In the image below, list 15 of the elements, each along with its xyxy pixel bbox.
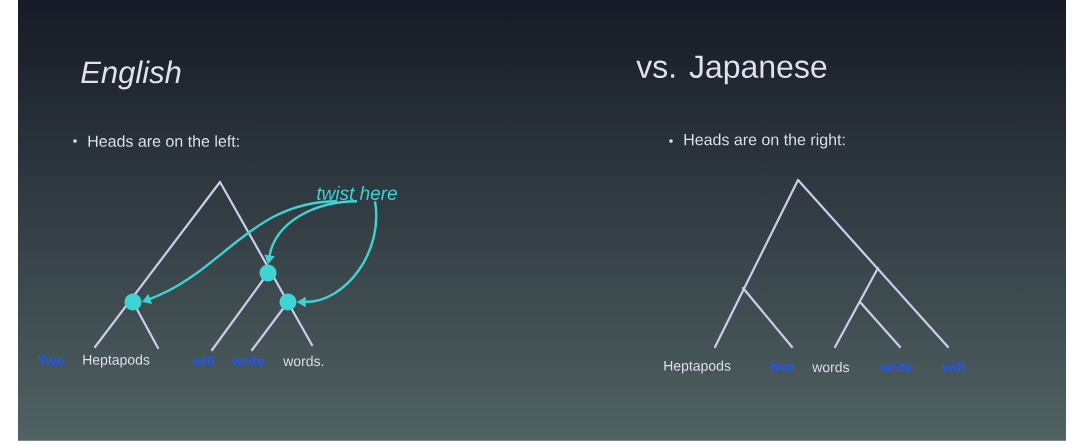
heading: vs. Japanese [636,55,827,85]
word: words. [283,355,324,367]
word: will [942,361,964,373]
word: will [192,355,214,367]
word: write [880,361,913,373]
bullet-text: Heads are on the right: [684,133,845,149]
word: write [232,355,265,367]
bullet-text: Heads are on the left: [88,135,239,147]
word: two [770,362,794,372]
word: Heptapods [664,360,731,374]
word: words [812,361,850,373]
word: Heptapods [83,354,150,368]
callout-text: twist here [317,186,397,200]
word: Two [38,356,65,366]
heading: English [81,60,181,90]
